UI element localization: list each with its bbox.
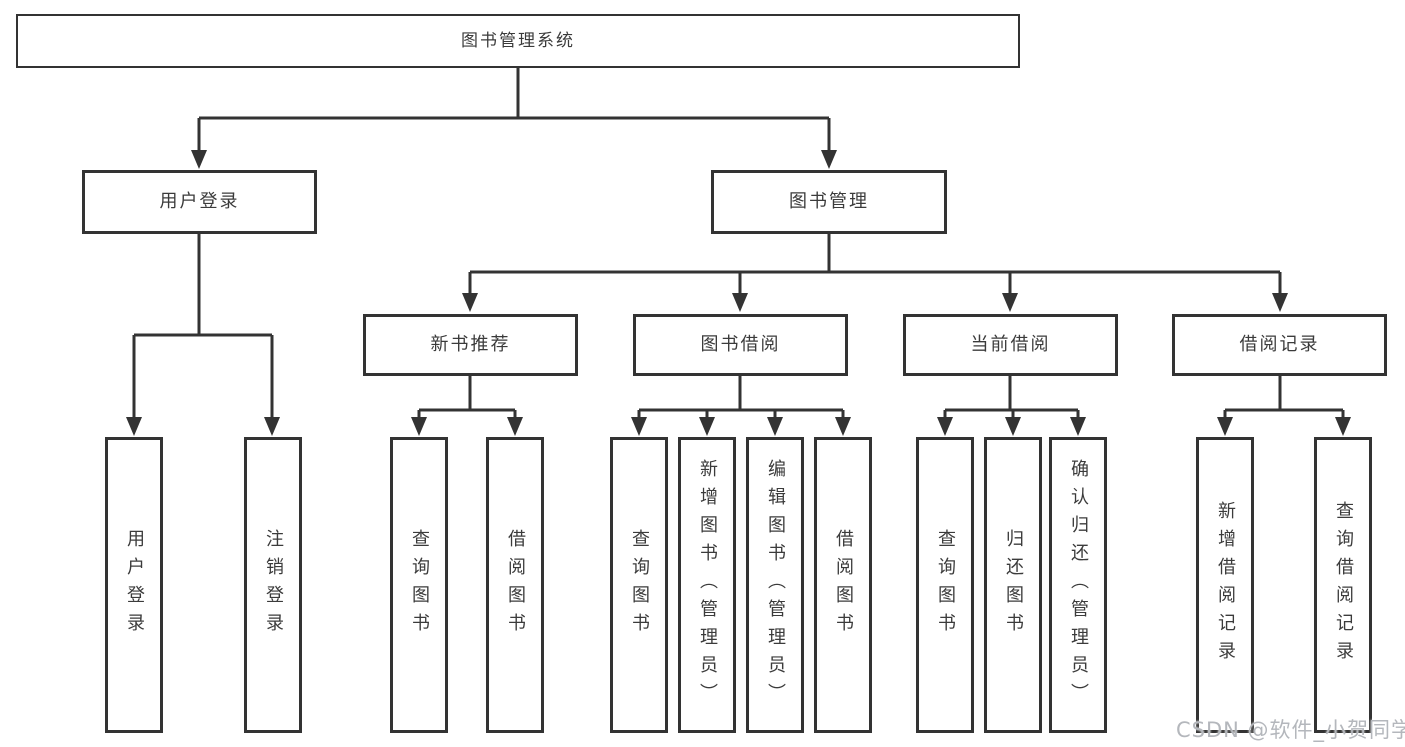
node-leaf-edit-book-admin: 编辑图书（管理员） <box>746 437 804 733</box>
watermark: CSDN @软件_小贺同学 <box>1176 718 1405 742</box>
node-leaf-query-books-recommend: 查询图书 <box>390 437 448 733</box>
node-leaf-confirm-return-admin: 确认归还（管理员） <box>1049 437 1107 733</box>
node-leaf-query-books-borrowing: 查询图书 <box>610 437 668 733</box>
node-current-borrowing: 当前借阅 <box>903 314 1118 376</box>
node-book-borrowing: 图书借阅 <box>633 314 848 376</box>
node-leaf-borrow-books-borrowing: 借阅图书 <box>814 437 872 733</box>
node-leaf-add-borrow-record: 新增借阅记录 <box>1196 437 1254 733</box>
node-borrowing-records: 借阅记录 <box>1172 314 1387 376</box>
node-new-book-recommend: 新书推荐 <box>363 314 578 376</box>
node-leaf-query-borrow-record: 查询借阅记录 <box>1314 437 1372 733</box>
node-book-management: 图书管理 <box>711 170 947 234</box>
node-root-system: 图书管理系统 <box>16 14 1020 68</box>
node-leaf-add-book-admin: 新增图书（管理员） <box>678 437 736 733</box>
node-leaf-borrow-books-recommend: 借阅图书 <box>486 437 544 733</box>
node-leaf-return-books: 归还图书 <box>984 437 1042 733</box>
node-leaf-user-login: 用户登录 <box>105 437 163 733</box>
node-user-login: 用户登录 <box>82 170 317 234</box>
node-leaf-logout: 注销登录 <box>244 437 302 733</box>
node-leaf-query-books-current: 查询图书 <box>916 437 974 733</box>
